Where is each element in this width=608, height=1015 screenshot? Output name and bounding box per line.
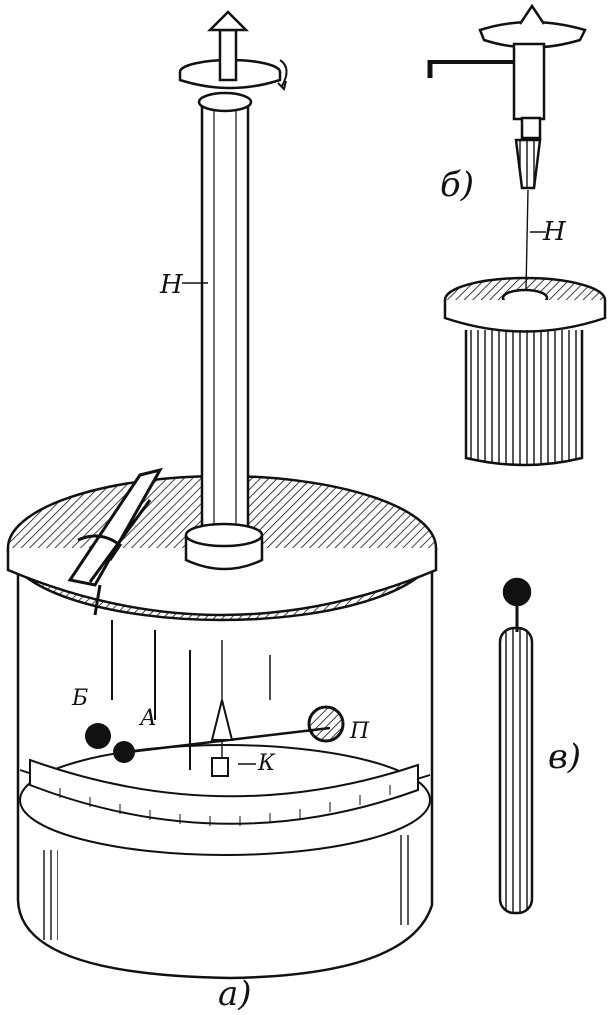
torsion-head xyxy=(178,10,288,91)
ball-b xyxy=(85,723,111,749)
label-thread-main: Н xyxy=(159,270,184,300)
label-panel-a: a) xyxy=(218,974,252,1014)
ball-a xyxy=(113,741,135,763)
label-panel-b: б) xyxy=(440,165,474,205)
mirror-k xyxy=(210,699,234,741)
ball-p xyxy=(307,705,345,743)
glass-cylinder xyxy=(16,560,434,980)
cylinder-bottom-band xyxy=(19,744,431,856)
probe-handle xyxy=(498,626,534,915)
label-mirror-k: К xyxy=(257,751,276,776)
probe-ball xyxy=(502,577,532,607)
probe-detail xyxy=(498,577,534,915)
lid-clamp xyxy=(67,467,164,616)
scale-ticks xyxy=(59,785,391,826)
torsion-tube xyxy=(200,98,250,542)
thread-detail xyxy=(525,189,529,291)
label-ball-b: Б xyxy=(71,686,88,711)
torsion-head-detail xyxy=(427,3,607,467)
label-panel-v: в) xyxy=(548,737,581,777)
lid-edge xyxy=(6,548,438,617)
apparatus-main xyxy=(6,10,438,980)
label-thread-detail: Н xyxy=(542,217,567,247)
scale-ring xyxy=(29,758,419,825)
label-ball-a: А xyxy=(138,706,157,731)
label-ball-p: П xyxy=(349,719,370,744)
detail-tube xyxy=(464,330,584,467)
